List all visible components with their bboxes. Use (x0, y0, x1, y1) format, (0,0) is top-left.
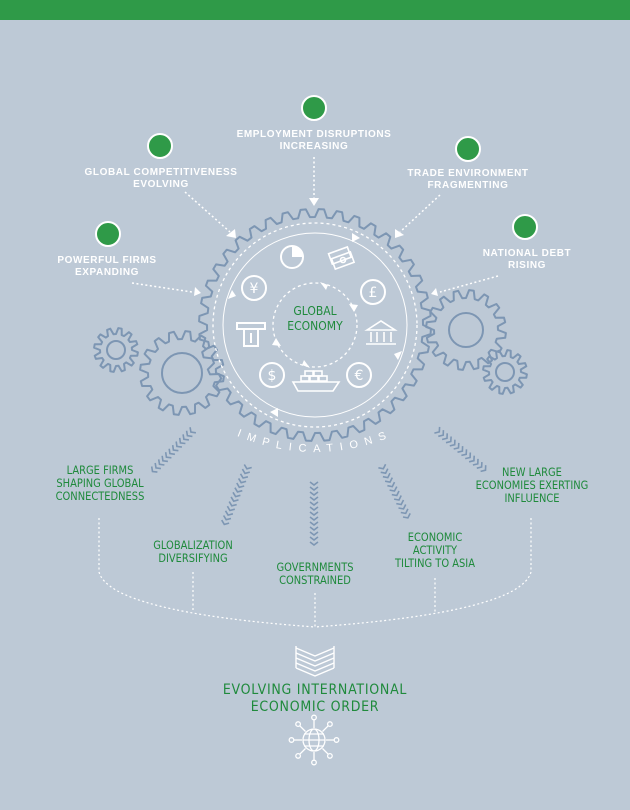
implications-arc-label: IMPLICATIONS (236, 427, 395, 455)
yen-coin-icon (241, 275, 267, 301)
force-label-employment: EMPLOYMENT DISRUPTIONS INCREASING (236, 129, 392, 152)
employment-badge (301, 95, 327, 121)
force-connectors (131, 157, 499, 293)
trade-badge (455, 136, 481, 162)
bank-building-icon (364, 320, 398, 345)
implication-new-economies: NEW LARGE ECONOMIES EXERTING INFLUENCE (475, 465, 589, 505)
arrow-new-economies-icon (434, 426, 487, 473)
arrowhead-icon (226, 229, 236, 238)
force-label-competitiveness: GLOBAL COMPETITIVENESS EVOLVING (84, 167, 238, 190)
pie-chart-icon (280, 245, 304, 269)
implication-governments: GOVERNMENTS CONSTRAINED (276, 560, 354, 587)
atm-icon (236, 322, 266, 347)
left-large-gear (139, 330, 225, 416)
competitiveness-badge (147, 133, 173, 159)
currency-glyphs: ¥ £ $ € (250, 281, 378, 384)
dollar-symbol: $ (268, 368, 277, 384)
implication-arrows (150, 426, 487, 546)
yen-symbol: ¥ (250, 281, 259, 297)
pound-coin-icon (360, 279, 386, 305)
center-arrow-icon (302, 360, 310, 368)
arrowhead-icon (194, 287, 201, 296)
outcome-label: EVOLVING INTERNATIONAL ECONOMIC ORDER (222, 682, 408, 715)
pound-symbol: £ (369, 285, 378, 301)
debt-badge (512, 214, 538, 240)
implication-large-firms: LARGE FIRMS SHAPING GLOBAL CONNECTEDNESS (55, 463, 145, 503)
force-label-firms: POWERFUL FIRMS EXPANDING (57, 255, 157, 278)
ring-arrow-icon (270, 408, 278, 417)
right-large-gear (425, 289, 507, 371)
arrow-globalization-icon (221, 464, 252, 526)
network-globe-icon (288, 714, 340, 766)
force-arrowheads (194, 198, 438, 296)
left-small-gear (93, 327, 139, 373)
implication-asia: ECONOMIC ACTIVITY TILTING TO ASIA (395, 530, 475, 570)
outer-dashed-ring (212, 222, 418, 428)
global-economy-label: GLOBAL ECONOMY (287, 304, 343, 333)
force-label-trade: TRADE ENVIRONMENT FRAGMENTING (407, 168, 529, 191)
center-arrow-icon (320, 282, 328, 290)
outcome-down-arrow-icon (295, 646, 335, 677)
arrowhead-icon (431, 288, 438, 296)
cargo-ship-icon (291, 370, 341, 392)
arrow-governments-icon (309, 481, 319, 546)
convergence-bracket (98, 518, 532, 628)
main-gear (198, 208, 432, 442)
force-label-debt: NATIONAL DEBT RISING (482, 248, 572, 271)
firms-badge (95, 221, 121, 247)
ring-arrow-icon (394, 351, 402, 360)
ring-arrow-icon (228, 290, 236, 299)
center-arrow-icon (349, 304, 358, 312)
money-stack-icon (327, 245, 356, 271)
arrow-large-firms-icon (150, 427, 197, 473)
arrow-asia-icon (378, 463, 411, 519)
arrowhead-icon (395, 229, 404, 238)
center-dashed-ring (272, 282, 358, 368)
right-small-gear (482, 349, 528, 395)
implication-globalization: GLOBALIZATION DIVERSIFYING (153, 538, 233, 565)
arrowhead-icon (309, 198, 319, 206)
euro-symbol: € (355, 368, 364, 384)
top-accent-bar (0, 0, 630, 20)
center-arrow-icon (272, 338, 281, 346)
dollar-coin-icon (259, 362, 285, 388)
ring-arrow-icon (352, 233, 360, 242)
euro-coin-icon (346, 362, 372, 388)
gear-layer (93, 208, 528, 442)
inner-solid-ring (222, 232, 408, 418)
